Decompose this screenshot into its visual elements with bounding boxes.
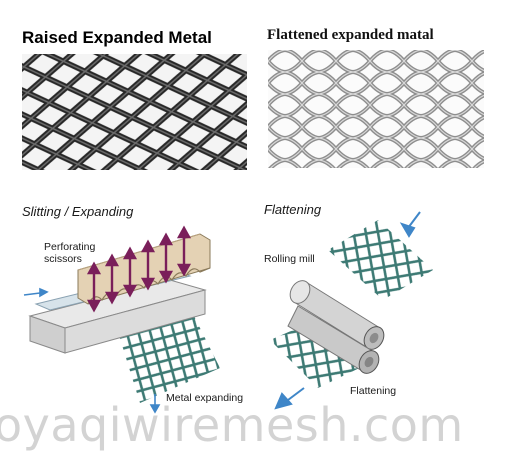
slitting-expanding-title: Slitting / Expanding (22, 204, 134, 219)
raised-expanded-metal-title: Raised Expanded Metal (22, 28, 212, 47)
raised-mesh-photo (22, 54, 247, 170)
flattened-expanded-metal-title: Flattened expanded matal (267, 27, 434, 43)
flattening-diagram (270, 211, 433, 410)
rolling-mill-label: Rolling mill (264, 253, 315, 265)
perforating-label: Perforating (44, 241, 96, 253)
flattening-title: Flattening (264, 202, 322, 217)
watermark: oyaqiwiremesh.com (0, 398, 464, 452)
scissors-label: scissors (44, 253, 82, 265)
metal-expanding-label: Metal expanding (166, 392, 244, 404)
flattening-label: Flattening (350, 385, 397, 397)
flattened-mesh-photo (268, 50, 484, 168)
slitting-expanding-diagram (23, 225, 220, 414)
